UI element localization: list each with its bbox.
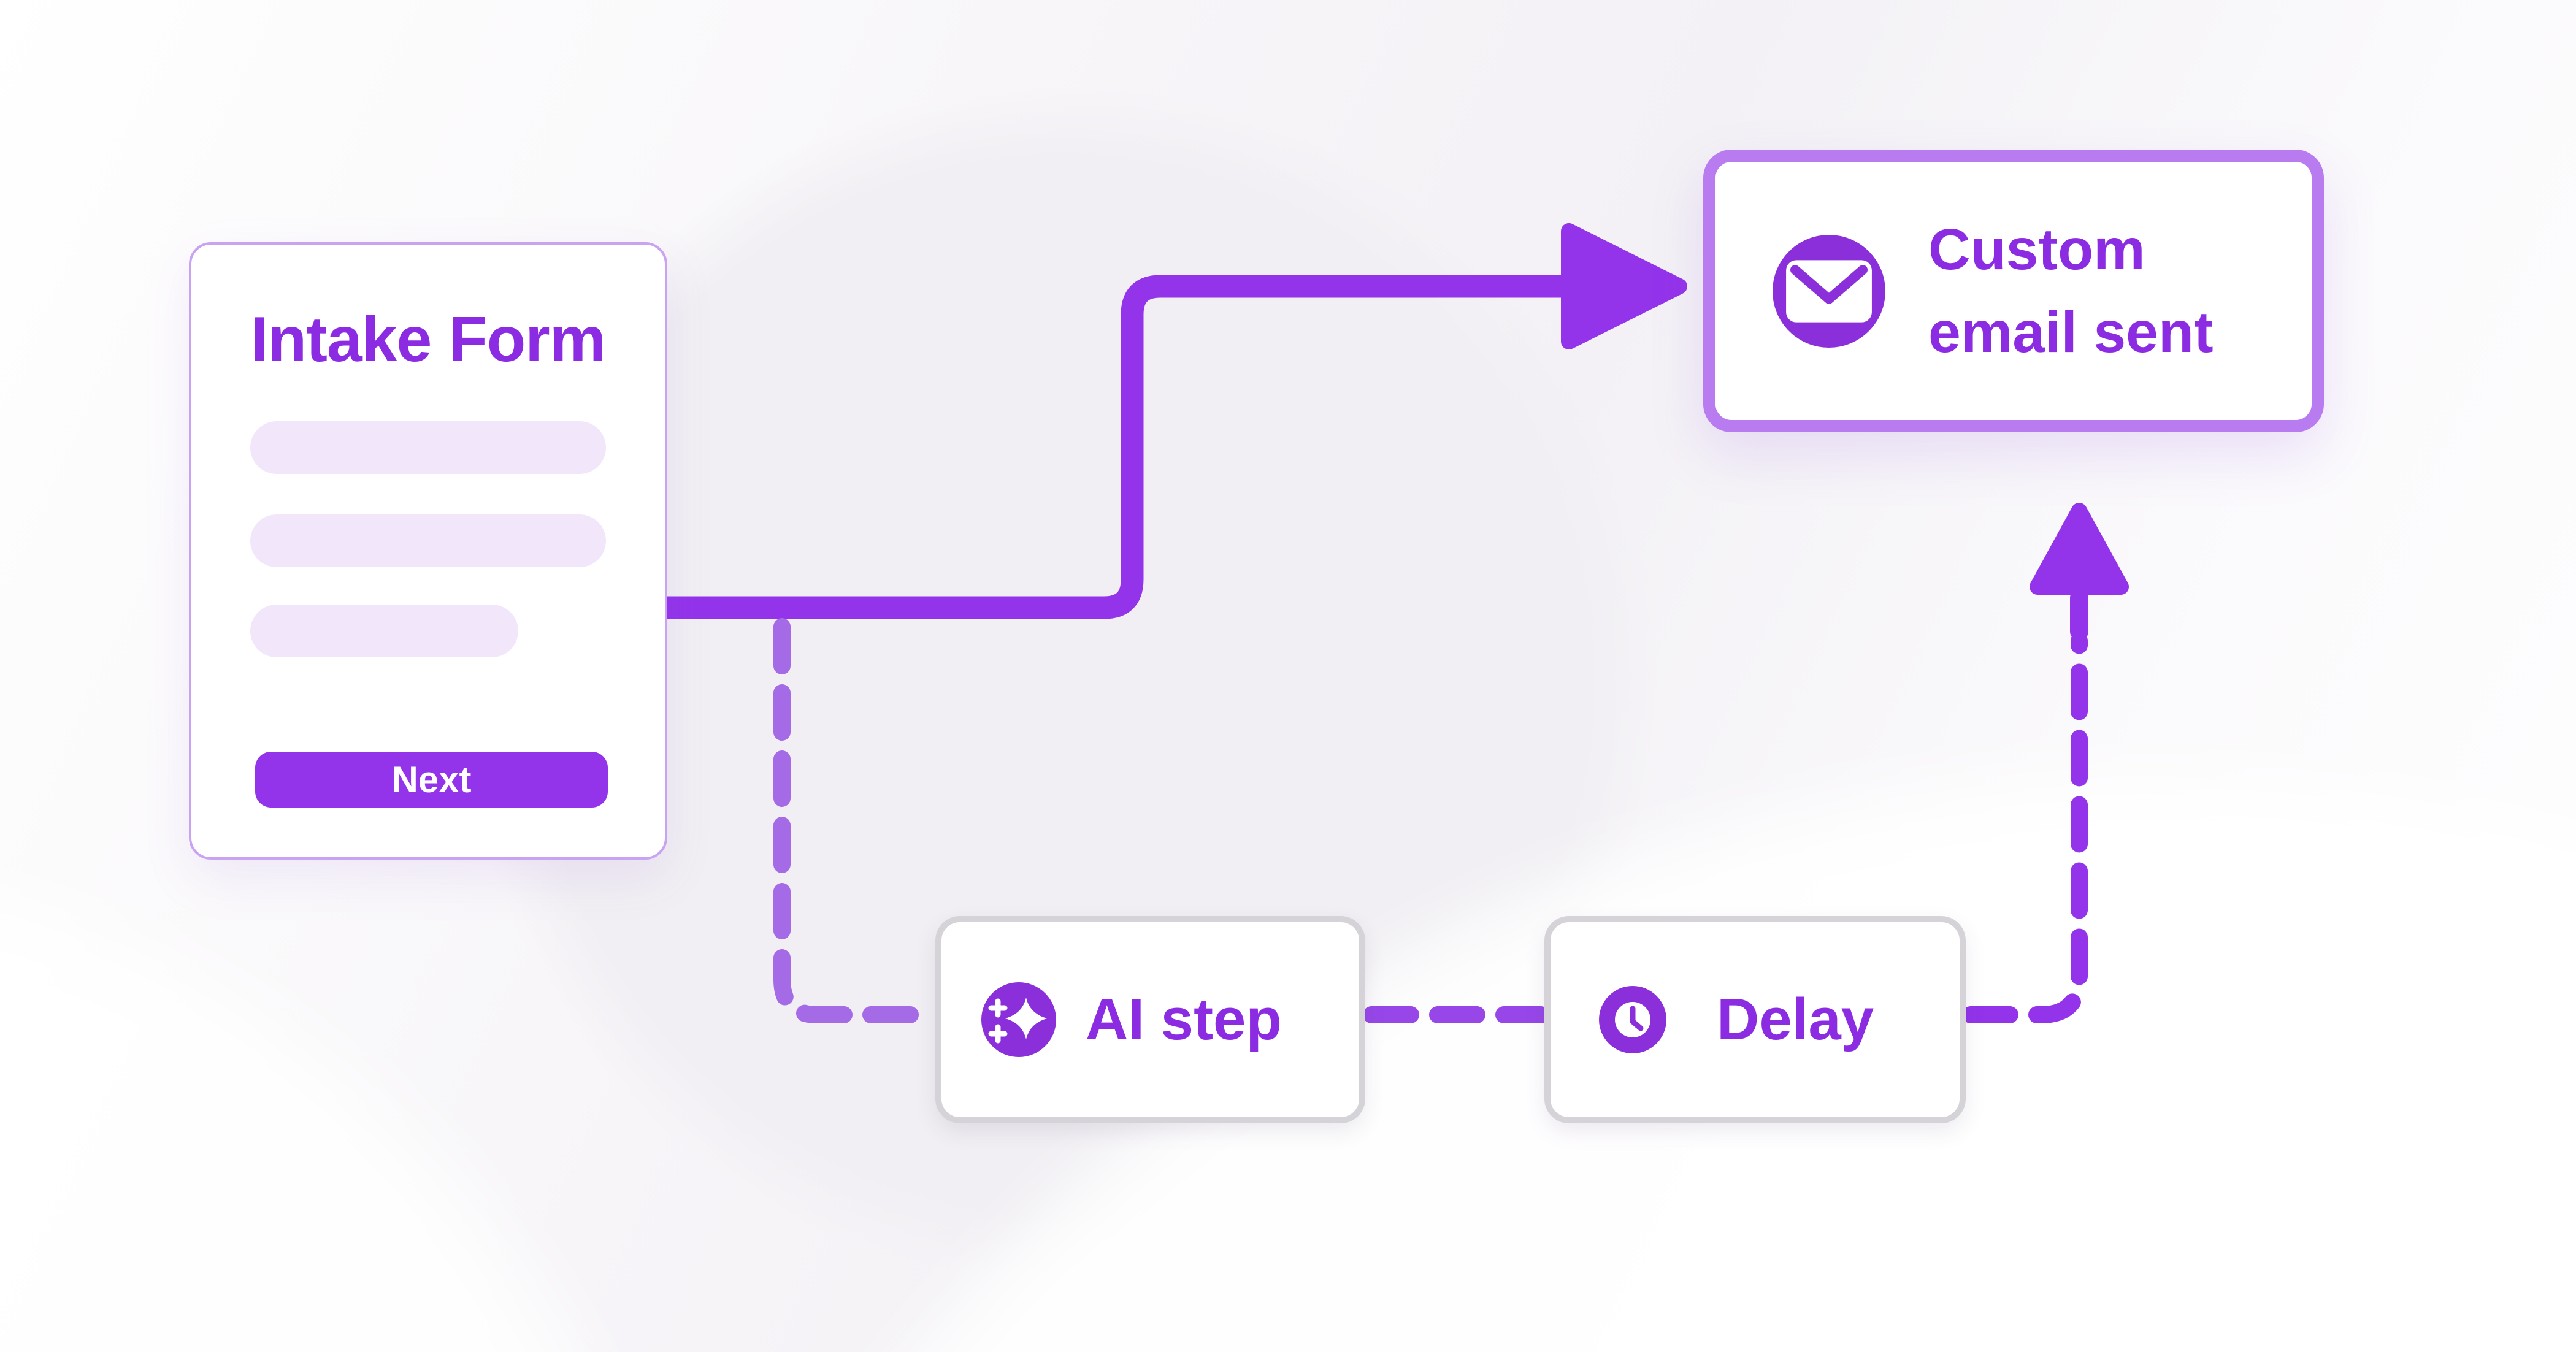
clock-icon <box>1599 986 1666 1053</box>
sparkle-icon <box>981 982 1056 1057</box>
form-field-placeholder <box>250 421 606 474</box>
next-button[interactable]: Next <box>255 752 608 808</box>
form-field-placeholder <box>250 514 606 567</box>
dashed-connector-arrowhead-icon <box>2030 503 2129 595</box>
solid-connector-line <box>667 275 1568 619</box>
dashed-connector-delay-to-email <box>1962 632 2088 1023</box>
ai-step-node[interactable]: AI step <box>935 916 1365 1123</box>
custom-email-label-line2: email sent <box>1928 299 2214 365</box>
next-button-label: Next <box>391 759 472 800</box>
solid-connector-arrowhead-icon <box>1561 223 1687 349</box>
custom-email-label-line1: Custom <box>1928 216 2145 282</box>
ai-step-node-label: AI step <box>1086 987 1282 1052</box>
delay-node[interactable]: Delay <box>1544 916 1966 1123</box>
intake-form-card: Intake Form Next <box>189 242 667 860</box>
custom-email-node[interactable]: Custom email sent <box>1703 150 2324 432</box>
form-field-placeholder <box>250 605 518 657</box>
dashed-connector-form-to-ai <box>773 618 941 1023</box>
custom-email-node-label: Custom email sent <box>1928 208 2214 374</box>
envelope-icon <box>1773 234 1885 348</box>
delay-node-label: Delay <box>1717 987 1874 1052</box>
intake-form-title: Intake Form <box>250 304 606 375</box>
